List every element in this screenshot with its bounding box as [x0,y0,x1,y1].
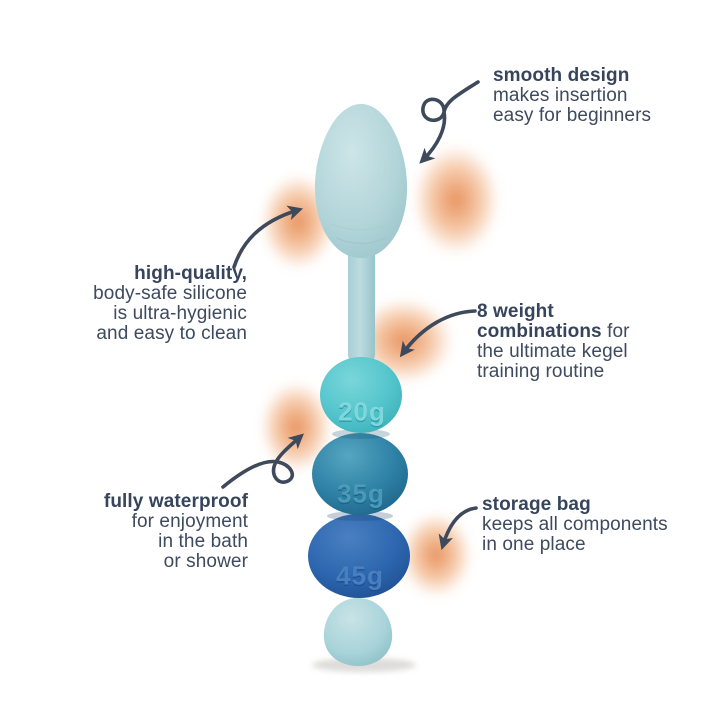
callout-high-quality: high-quality, body-safe silicone is ultr… [53,264,247,344]
callout-high-quality-line: and easy to clean [96,323,247,344]
arrow-smooth-design [419,80,480,164]
callout-weight-combinations-line: training routine [477,361,605,382]
callout-weight-combinations: 8 weight combinations for the ultimate k… [477,302,630,382]
callout-storage-bag-title: storage bag [482,494,591,515]
contact-shadow-ball2 [327,511,393,521]
weight-label-20g: 20g [338,397,386,427]
callout-smooth-design: smooth design makes insertion easy for b… [493,66,651,126]
retrieval-ball [323,598,393,666]
stem [348,244,375,366]
callout-storage-bag: storage bag keeps all components in one … [482,495,668,555]
weight-label-20g-shadow: 20g [338,398,386,428]
weight-ball-35g [312,433,408,515]
arrow-weight-combinations [399,309,477,358]
callout-fully-waterproof-line: in the bath [158,531,248,552]
callout-weight-combinations-title2: combinations for [477,322,630,342]
callout-storage-bag-line: in one place [482,534,586,555]
callout-high-quality-title: high-quality, [134,263,247,284]
egg-tip [314,104,408,258]
callout-fully-waterproof-line: or shower [163,551,248,572]
weight-ball-20g [320,357,402,433]
callout-high-quality-line: is ultra-hygienic [113,303,247,324]
egg-ripple-1 [335,237,387,245]
callout-weight-combinations-title2-bold: combinations [477,321,602,342]
weight-label-45g-shadow: 45g [336,562,384,592]
callout-high-quality-line: body-safe silicone [93,283,247,304]
callout-smooth-design-line: easy for beginners [493,105,652,126]
callout-weight-combinations-line: the ultimate kegel [477,341,628,362]
callout-fully-waterproof-title: fully waterproof [103,491,248,512]
arrow-high-quality [232,205,304,269]
callout-smooth-design-title: smooth design [493,65,630,86]
weight-label-35g-shadow: 35g [337,480,385,510]
contact-shadow-ball1 [332,429,390,439]
weight-ball-45g [308,514,410,598]
callout-fully-waterproof: fully waterproof for enjoyment in the ba… [60,492,248,572]
weight-label-35g: 35g [337,479,385,509]
callout-weight-combinations-title2-rest: for [601,321,630,342]
callout-storage-bag-line: keeps all components [482,514,668,535]
callout-smooth-design-line: makes insertion [493,85,628,106]
callout-weight-combinations-title1: 8 weight [477,301,554,322]
arrow-fully-waterproof [221,433,304,489]
callout-fully-waterproof-line: for enjoyment [131,511,248,532]
weight-label-45g: 45g [336,561,384,591]
egg-ripple-2 [330,223,392,231]
glow-egg-right [398,126,514,274]
arrow-storage-bag [438,506,478,551]
